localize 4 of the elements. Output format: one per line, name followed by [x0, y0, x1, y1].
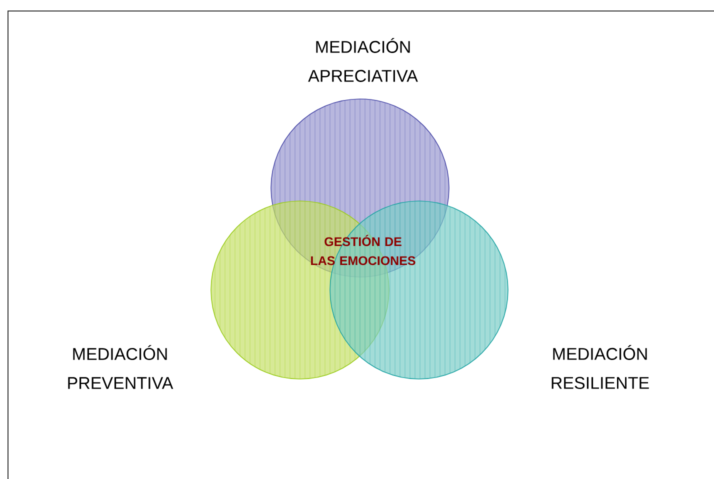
circle-label: MEDIACIÓN RESILIENTE: [552, 345, 649, 389]
center-label: GESTIÓN DE LAS EMOCIONES: [311, 234, 416, 266]
circle-label: MEDIACIÓN APRECIATIVA: [308, 38, 418, 82]
circle-label: MEDIACIÓN PREVENTIVA: [68, 345, 174, 389]
